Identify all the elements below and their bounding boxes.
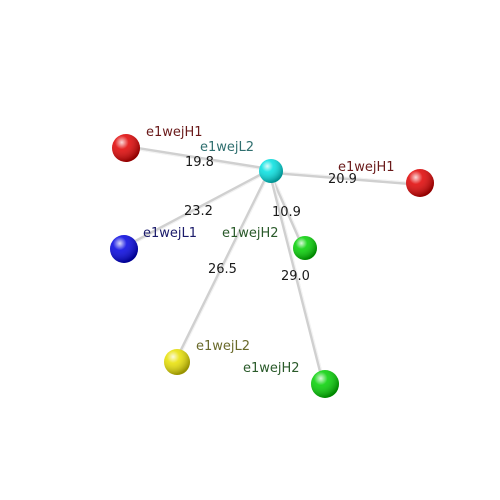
node-l2_yellow[interactable] <box>164 349 190 375</box>
node-label-center: e1wejL2 <box>200 140 254 155</box>
edge-h1_left <box>124 145 273 172</box>
distance-label-l2_yellow: 26.5 <box>208 262 237 277</box>
distance-label-h1_right: 20.9 <box>328 172 357 187</box>
distance-label-h1_left: 19.8 <box>185 155 214 170</box>
node-label-h2_near: e1wejH2 <box>222 226 279 241</box>
node-l1[interactable] <box>110 235 138 263</box>
distance-label-l1: 23.2 <box>184 204 213 219</box>
node-h1_left[interactable] <box>112 134 140 162</box>
edge-h2_near <box>268 169 306 251</box>
edge-h1_right <box>269 170 422 186</box>
node-h2_far[interactable] <box>311 370 339 398</box>
edge-l1 <box>121 168 272 250</box>
node-label-h1_right: e1wejH1 <box>338 160 395 175</box>
edge-l2_yellow <box>174 168 272 363</box>
distance-label-h2_far: 29.0 <box>281 269 310 284</box>
edge-h2_far <box>268 169 326 386</box>
node-h2_near[interactable] <box>293 236 317 260</box>
node-center[interactable] <box>259 159 283 183</box>
node-label-h2_far: e1wejH2 <box>243 361 300 376</box>
node-label-l2_yellow: e1wejL2 <box>196 339 250 354</box>
distance-label-h2_near: 10.9 <box>272 205 301 220</box>
node-label-l1: e1wejL1 <box>143 226 197 241</box>
node-label-h1_left: e1wejH1 <box>146 125 203 140</box>
node-h1_right[interactable] <box>406 169 434 197</box>
